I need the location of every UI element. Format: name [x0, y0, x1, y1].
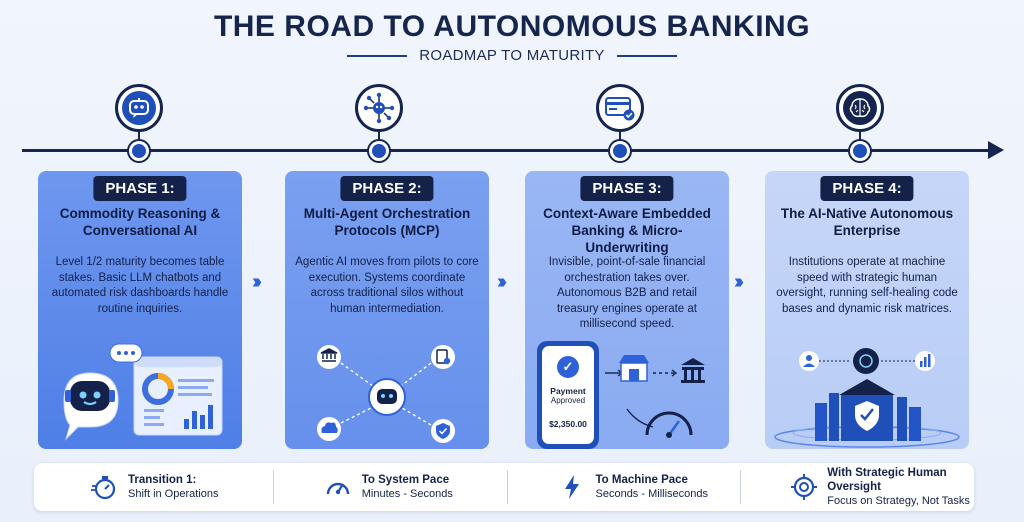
agent-network-illustration: [285, 343, 489, 449]
lightning-icon: [558, 473, 586, 501]
page-title: THE ROAD TO AUTONOMOUS BANKING: [213, 10, 811, 43]
transition-4: With Strategic Human Oversight Focus on …: [740, 467, 974, 507]
timeline-node-4: [850, 141, 870, 161]
phase-description: Agentic AI moves from pilots to core exe…: [295, 256, 479, 315]
phase-4-card: PHASE 4: The AI-Native Autonomous Enterp…: [765, 171, 969, 449]
phase-2-card: PHASE 2: Multi-Agent Orchestration Proto…: [285, 171, 489, 449]
check-circle-icon: ✓: [557, 356, 579, 378]
transition-subtitle: Minutes - Seconds: [361, 488, 453, 500]
transition-2: To System Pace Minutes - Seconds: [272, 470, 507, 504]
target-icon: [791, 473, 818, 501]
transition-1: Transition 1: Shift in Operations: [34, 470, 273, 504]
phase-title: Commodity Reasoning & Conversational AI: [59, 206, 221, 238]
payment-status: Payment: [550, 386, 586, 396]
phase-3-icon-ring: [596, 84, 644, 132]
phase-title: Multi-Agent Orchestration Protocols (MCP…: [303, 206, 471, 238]
timeline-node-1: [129, 141, 149, 161]
transition-subtitle: Focus on Strategy, Not Tasks: [827, 495, 970, 507]
phase-4-icon-ring: [836, 84, 884, 132]
speedometer-icon: [324, 473, 352, 501]
phase-description: Institutions operate at machine speed wi…: [776, 256, 958, 315]
chatbot-dashboard-illustration: [38, 343, 242, 449]
phase-description: Level 1/2 maturity becomes table stakes.…: [51, 256, 229, 315]
phase-label: PHASE 4:: [820, 176, 914, 201]
phase-2-icon-ring: [355, 84, 403, 132]
phase-label: PHASE 1:: [93, 176, 187, 201]
chevron-right-icon: ›››: [734, 271, 744, 293]
divider: [616, 54, 677, 57]
transition-title: Transition 1:: [128, 474, 197, 486]
embedded-banking-illustration: ✓ Payment Approved $2,350.00: [525, 341, 729, 449]
timeline-node-3: [610, 141, 630, 161]
timeline-stem: [619, 129, 621, 143]
transition-title: To System Pace: [361, 474, 450, 486]
payment-status-sub: Approved: [550, 396, 586, 405]
phone-mockup: ✓ Payment Approved $2,350.00: [537, 341, 599, 449]
stopwatch-icon: [90, 473, 118, 501]
payment-amount: $2,350.00: [549, 419, 587, 429]
transition-3: To Machine Pace Seconds - Milliseconds: [506, 470, 741, 504]
timeline-stem: [138, 129, 140, 143]
phase-title: The AI-Native Autonomous Enterprise: [780, 206, 954, 238]
transition-bar: Transition 1: Shift in Operations To Sys…: [34, 463, 974, 511]
timeline-arrow-icon: [988, 141, 1004, 159]
transition-title: To Machine Pace: [595, 474, 688, 486]
transition-subtitle: Seconds - Milliseconds: [595, 488, 709, 500]
page-subtitle: ROADMAP TO MATURITY: [419, 47, 605, 64]
timeline-stem: [859, 129, 861, 143]
network-bot-icon: [362, 91, 396, 125]
timeline-stem: [378, 129, 380, 143]
brain-chip-icon: [843, 91, 877, 125]
phase-title: Context-Aware Embedded Banking & Micro-U…: [543, 206, 711, 255]
phase-3-card: PHASE 3: Context-Aware Embedded Banking …: [525, 171, 729, 449]
credit-card-icon: [603, 91, 637, 125]
phase-1-card: PHASE 1: Commodity Reasoning & Conversat…: [38, 171, 242, 449]
chevron-right-icon: ›››: [252, 271, 262, 293]
timeline-node-2: [369, 141, 389, 161]
subtitle-row: ROADMAP TO MATURITY: [0, 47, 1024, 64]
phase-label: PHASE 3:: [580, 176, 674, 201]
phase-1-icon-ring: [115, 84, 163, 132]
transition-subtitle: Shift in Operations: [128, 488, 219, 500]
autonomous-enterprise-illustration: [765, 343, 969, 449]
timeline-line: [22, 149, 990, 152]
chatbot-icon: [122, 91, 156, 125]
phase-label: PHASE 2:: [340, 176, 434, 201]
divider: [347, 54, 408, 57]
chevron-right-icon: ›››: [497, 271, 507, 293]
phase-description: Invisible, point-of-sale financial orche…: [548, 256, 706, 330]
transition-title: With Strategic Human Oversight: [827, 467, 947, 493]
